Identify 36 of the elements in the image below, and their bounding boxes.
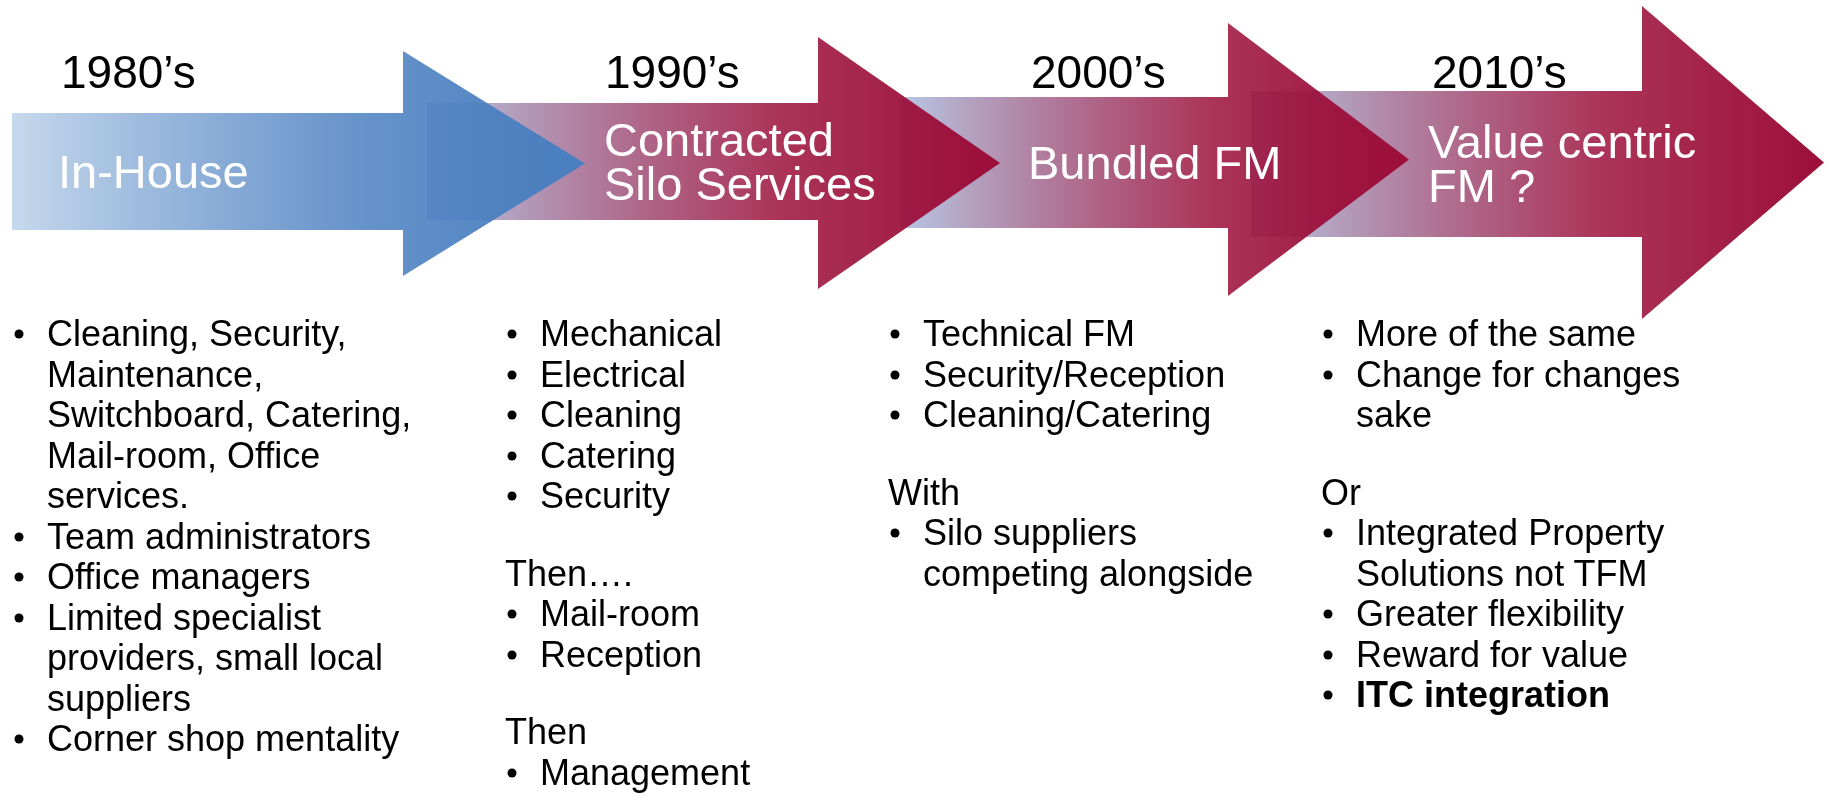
list-item: Greater flexibility xyxy=(1356,593,1625,634)
list-item: Management xyxy=(540,751,751,793)
section-heading: With xyxy=(888,471,960,513)
list-item: Cleaning, Security, Maintenance, Switchboard, Catering, Mail-room, Office services. xyxy=(47,313,412,516)
stage-label: Contracted Silo Services xyxy=(604,117,877,206)
list-item: Security/Reception xyxy=(923,353,1226,395)
decade-label: 1990’s xyxy=(605,47,740,97)
list-item: Reward for value xyxy=(1356,633,1629,675)
list-item: Mechanical xyxy=(540,313,723,354)
list-item: Cleaning xyxy=(540,394,683,435)
list-item: Change for changes sake xyxy=(1356,353,1681,435)
decade-label: 2010’s xyxy=(1432,47,1567,97)
list-item: Team administrators xyxy=(47,515,372,557)
section-heading: Then…. xyxy=(505,552,634,594)
list-item: ITC integration xyxy=(1356,674,1610,715)
stage-label: Value centric FM ? xyxy=(1428,120,1698,208)
decade-label: 2000’s xyxy=(1031,47,1166,97)
stage-label: Bundled FM xyxy=(1028,140,1282,185)
list-item: Corner shop mentality xyxy=(47,718,400,759)
stage-banner xyxy=(12,51,585,276)
section-heading: Or xyxy=(1321,471,1361,513)
list-item: Limited specialist providers, small local suppliers xyxy=(47,596,384,719)
list-item: Reception xyxy=(540,633,703,675)
list-item: Cleaning/Catering xyxy=(923,394,1212,435)
list-item: Technical FM xyxy=(923,313,1136,354)
list-item: Office managers xyxy=(47,556,311,597)
stage-label: In-House xyxy=(58,149,249,194)
list-item: Electrical xyxy=(540,353,687,395)
list-item: Silo suppliers competing alongside xyxy=(923,512,1254,594)
list-item: Catering xyxy=(540,434,677,476)
section-heading: Then xyxy=(505,711,588,752)
list-item: Security xyxy=(540,475,671,516)
list-item: Mail-room xyxy=(540,593,700,634)
list-item: More of the same xyxy=(1356,313,1637,354)
decade-label: 1980’s xyxy=(61,47,196,97)
list-item: Integrated Property Solutions not TFM xyxy=(1356,512,1665,594)
